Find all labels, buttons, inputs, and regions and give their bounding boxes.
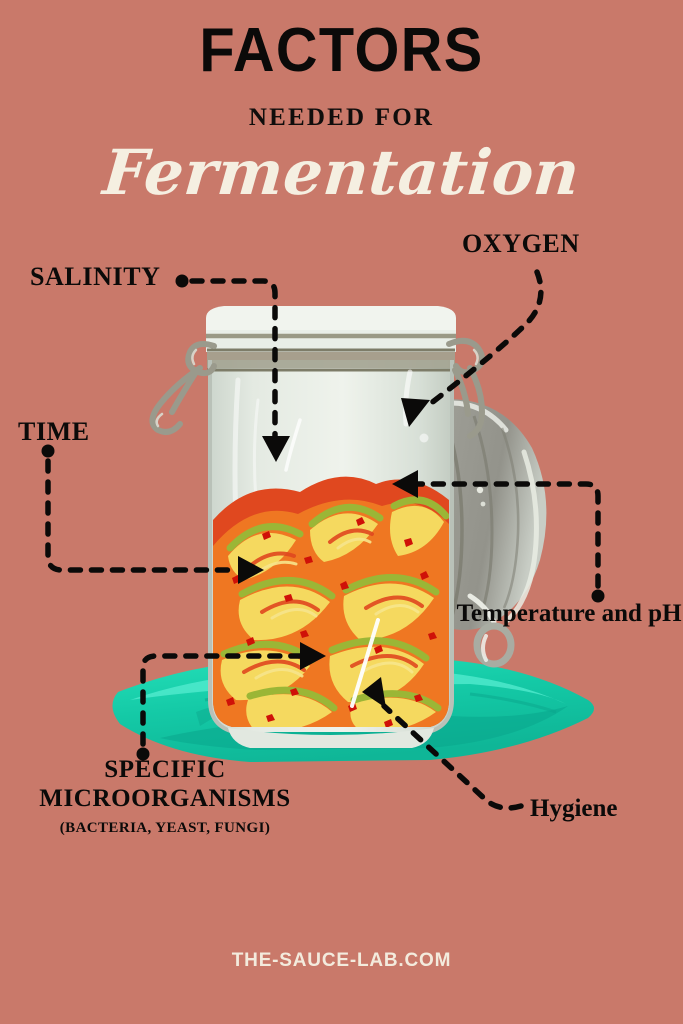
connector-salinity xyxy=(175,274,290,462)
label-oxygen: OXYGEN xyxy=(462,229,580,258)
label-time: TIME xyxy=(18,417,90,446)
connector-oxygen xyxy=(401,269,544,427)
label-temperature-and-ph: Temperature and pH xyxy=(456,600,682,627)
connector-microorganisms xyxy=(136,642,326,761)
label-specific-microorganisms: SPECIFIC MICROORGANISMS (BACTERIA, YEAST… xyxy=(0,756,330,836)
label-microorganisms-line2: MICROORGANISMS xyxy=(39,785,291,812)
connector-time xyxy=(41,444,264,584)
label-microorganisms-note: (BACTERIA, YEAST, FUNGI) xyxy=(59,820,271,836)
label-hygiene: Hygiene xyxy=(530,795,618,822)
footer-url: THE-SAUCE-LAB.COM xyxy=(231,950,452,971)
kimchi-contents xyxy=(213,476,449,727)
connector-temperature xyxy=(392,470,605,603)
label-microorganisms-line1: SPECIFIC xyxy=(104,756,226,783)
label-salinity: SALINITY xyxy=(30,262,161,291)
connector-hygiene xyxy=(362,677,524,811)
